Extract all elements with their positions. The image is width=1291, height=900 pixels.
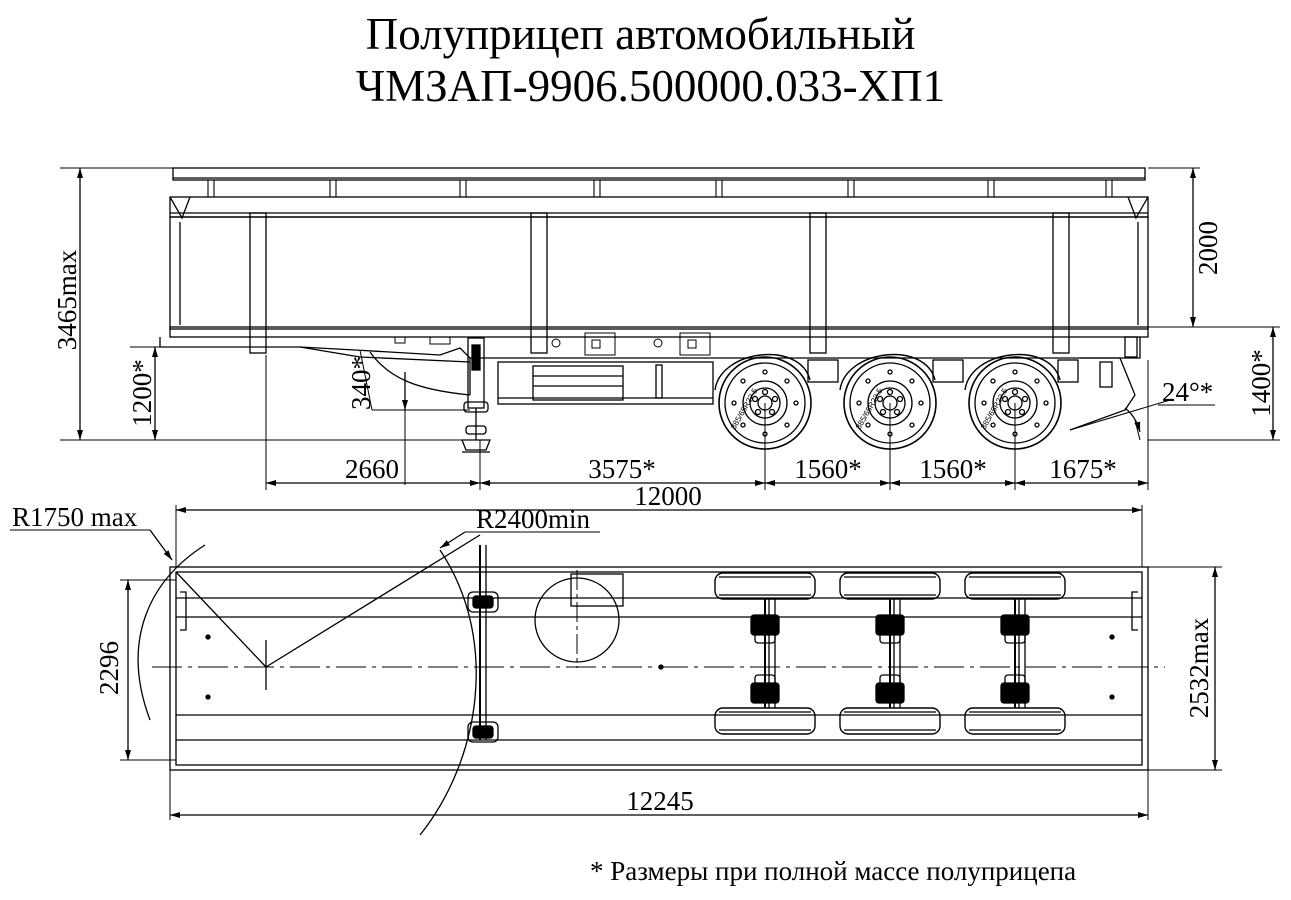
top-view bbox=[10, 505, 1222, 836]
dim-r2400: R2400min bbox=[476, 504, 591, 534]
dim-340: 340* bbox=[346, 356, 376, 410]
dim-12000: 12000 bbox=[634, 481, 702, 511]
dim-1560-a: 1560* bbox=[794, 454, 862, 484]
footnote: * Размеры при полной массе полуприцепа bbox=[590, 856, 1077, 886]
dim-2296: 2296 bbox=[94, 641, 124, 695]
dim-2660: 2660 bbox=[345, 454, 399, 484]
dim-1200: 1200* bbox=[127, 359, 157, 427]
dim-12245: 12245 bbox=[626, 786, 694, 816]
dim-1560-b: 1560* bbox=[919, 454, 987, 484]
dim-1675: 1675* bbox=[1049, 454, 1117, 484]
side-view bbox=[60, 167, 1280, 490]
dim-r1750: R1750 max bbox=[12, 502, 138, 532]
dim-2000: 2000 bbox=[1193, 221, 1223, 275]
dim-3575: 3575* bbox=[588, 454, 656, 484]
dim-24-degrees: 24°* bbox=[1162, 377, 1213, 407]
title-line-2: ЧМЗАП-9906.500000.033-ХП1 bbox=[355, 61, 946, 111]
dim-3465max: 3465max bbox=[52, 249, 82, 350]
dim-1400: 1400* bbox=[1246, 349, 1276, 417]
title-line-1: Полуприцеп автомобильный bbox=[365, 9, 916, 59]
dim-2532max: 2532max bbox=[1184, 617, 1214, 718]
